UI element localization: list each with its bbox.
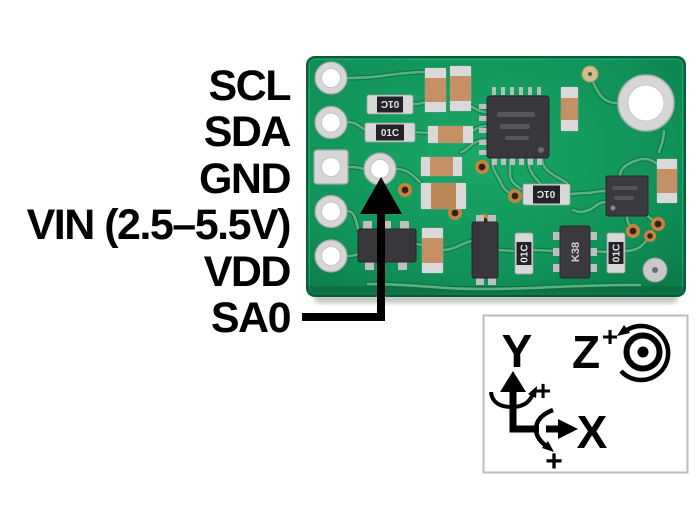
- resistor-01c-mid: 01C: [522, 183, 571, 206]
- z-axis-out-of-page-icon: [623, 332, 663, 372]
- svg-text:01C: 01C: [381, 128, 399, 139]
- pin-hole-vin: [314, 194, 348, 229]
- capacitors: [420, 65, 678, 274]
- mounting-hole: [617, 74, 675, 132]
- magnetometer-chip: [605, 175, 649, 217]
- pcb-board: 01C 01C 01C 01C 01C: [306, 56, 686, 303]
- x-plus-icon: +: [545, 445, 563, 478]
- y-rotation-arrow-icon: [489, 386, 537, 410]
- pin-hole-scl: [314, 61, 348, 95]
- transistor-k38: K38: [553, 225, 597, 279]
- resistor-01c-top2: 01C: [364, 122, 416, 143]
- svg-text:01C: 01C: [381, 98, 399, 109]
- capacitor: [656, 158, 678, 204]
- pin-hole-gnd-square-pad: [313, 149, 349, 185]
- x-axis-label: X: [577, 406, 608, 458]
- pin-hole-vdd: [314, 239, 348, 273]
- main-imu-chip: [479, 87, 550, 165]
- z-rotation-arrow-icon: [617, 323, 671, 383]
- z-plus-icon: +: [602, 321, 618, 352]
- arrowhead-icon: [360, 177, 402, 214]
- svg-text:01C: 01C: [520, 244, 531, 262]
- capacitor: [449, 65, 472, 112]
- axis-indicator: Y Z X + +: [482, 314, 689, 478]
- pin-label-gnd: GND: [198, 155, 292, 203]
- y-plus-icon: +: [535, 375, 551, 406]
- test-pad-disc: [642, 257, 668, 283]
- capacitor: [420, 182, 467, 210]
- resistor-01c-bottom2: 01C: [606, 232, 626, 274]
- capacitor: [427, 125, 474, 144]
- fiducial-via: [581, 65, 599, 83]
- y-axis-label: Y: [502, 325, 533, 377]
- svg-text:01C: 01C: [612, 244, 623, 262]
- pin-label-scl: SCL: [208, 62, 292, 110]
- pin-label-vdd: VDD: [203, 248, 292, 296]
- z-axis-label: Z: [572, 326, 600, 378]
- capacitor: [424, 67, 447, 113]
- pin-holes: [313, 61, 397, 273]
- x-axis-arrow: [546, 419, 578, 439]
- svg-text:01C: 01C: [537, 188, 555, 199]
- resistor-01c-bottom1: 01C: [514, 232, 534, 275]
- pin-hole-sda: [314, 105, 348, 140]
- sa0-pointer-arrow: [302, 177, 402, 321]
- transistor-sc70: [471, 215, 499, 285]
- pin-label-sa0: SA0: [210, 294, 292, 342]
- pin-label-sda: SDA: [203, 108, 292, 156]
- resistor-01c-top1: 01C: [366, 94, 414, 115]
- capacitor: [560, 86, 579, 132]
- x-rotation-arrow-icon: [533, 407, 554, 452]
- capacitor: [420, 156, 463, 177]
- y-axis-arrow: [500, 371, 539, 433]
- pin-label-vin: VIN (2.5–5.5V): [26, 201, 292, 249]
- regulator-sot23: [357, 221, 417, 270]
- svg-text:K38: K38: [570, 242, 582, 262]
- capacitor: [421, 227, 444, 274]
- solder-stub-comb: [492, 87, 541, 95]
